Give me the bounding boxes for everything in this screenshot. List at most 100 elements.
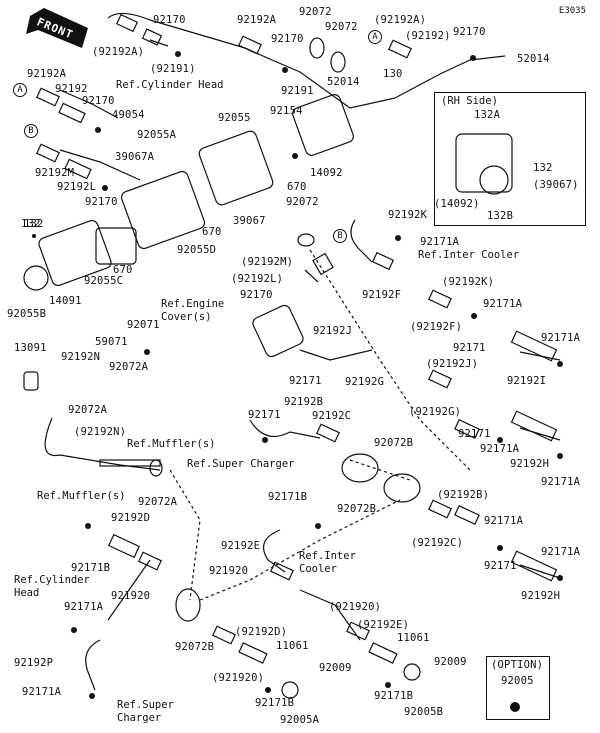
- part-number-label: 49054: [112, 109, 145, 121]
- part-number-label: (14092): [434, 198, 480, 210]
- part-number-label: 52014: [517, 53, 550, 65]
- part-number-label: 92005B: [404, 706, 444, 718]
- part-number-label: 92171A: [420, 236, 460, 248]
- part-number-label: 92009: [319, 662, 352, 674]
- part-number-label: 92171: [289, 375, 322, 387]
- part-number-label: 92171A: [541, 332, 581, 344]
- front-arrow-icon: [26, 8, 88, 48]
- part-number-label: (92192G): [409, 406, 462, 418]
- part-number-label: 92005A: [280, 714, 320, 726]
- reference-label: Ref.Muffler(s): [127, 438, 216, 450]
- callout-marker: B: [333, 229, 347, 243]
- part-number-label: 92171A: [541, 546, 581, 558]
- part-number-label: 92072A: [138, 496, 178, 508]
- part-number-label: 92055D: [177, 244, 217, 256]
- callout-marker: A: [13, 83, 27, 97]
- reference-label: Ref.Super Charger: [187, 458, 295, 470]
- part-number-label: 13091: [14, 342, 47, 354]
- part-number-label: 130: [383, 68, 403, 80]
- part-number-label: (921920): [212, 672, 265, 684]
- reference-label: Ref.Inter Cooler: [418, 249, 520, 261]
- part-number-label: 92192E: [221, 540, 261, 552]
- reference-label: Ref.Muffler(s): [37, 490, 126, 502]
- part-number-label: 92192F: [362, 289, 402, 301]
- rh-side-label: (RH Side): [441, 95, 498, 107]
- part-number-label: 39067: [233, 215, 266, 227]
- diagram-code: E3035: [558, 6, 586, 16]
- pipes: [58, 28, 558, 664]
- part-number-label: (92192L): [231, 273, 284, 285]
- part-number-label: 92072: [286, 196, 319, 208]
- reference-label: Ref.Cylinder Head: [116, 79, 224, 91]
- part-number-label: 921920: [209, 565, 249, 577]
- part-number-label: 92192K: [388, 209, 428, 221]
- part-number-label: 92055: [218, 112, 251, 124]
- part-number-label: 92192H: [510, 458, 550, 470]
- part-number-label: (92192A): [374, 14, 427, 26]
- part-number-label: 92055A: [137, 129, 177, 141]
- clamp-springs: [36, 13, 452, 645]
- part-number-label: (92192N): [74, 426, 127, 438]
- part-number-label: 92192G: [345, 376, 385, 388]
- part-number-label: 92005: [501, 675, 534, 687]
- part-number-label: (39067): [533, 179, 579, 191]
- part-number-label: 670: [113, 264, 133, 276]
- part-number-label: 92192D: [111, 512, 151, 524]
- hose-lines: [44, 12, 561, 691]
- part-number-label: 92055C: [84, 275, 124, 287]
- part-number-label: 132: [24, 218, 44, 230]
- part-number-label: 39067A: [115, 151, 155, 163]
- reference-label: Ref.Cylinder: [14, 574, 90, 586]
- part-number-label: 132: [21, 218, 41, 230]
- part-number-label: 92072: [325, 21, 358, 33]
- part-number-label: 92072B: [337, 503, 377, 515]
- part-number-label: 92192H: [521, 590, 561, 602]
- part-number-label: 92192B: [284, 396, 324, 408]
- part-number-label: 92170: [271, 33, 304, 45]
- part-number-label: 92191: [281, 85, 314, 97]
- part-number-label: 59071: [95, 336, 128, 348]
- reference-label: Ref.Engine: [161, 298, 225, 310]
- part-number-label: 92071: [127, 319, 160, 331]
- part-number-label: 132: [533, 162, 553, 174]
- part-number-label: (921920): [329, 601, 382, 613]
- part-number-label: 132A: [474, 109, 501, 121]
- reference-label: Head: [14, 587, 40, 599]
- dashed-leaders: [169, 249, 471, 601]
- callout-marker: A: [368, 30, 382, 44]
- part-number-label: 92192L: [57, 181, 97, 193]
- part-number-label: 14091: [49, 295, 82, 307]
- part-number-label: 92072: [299, 6, 332, 18]
- part-number-label: 132B: [487, 210, 514, 222]
- part-number-label: (92192K): [442, 276, 495, 288]
- part-number-label: 92192: [55, 83, 88, 95]
- part-number-label: 92171: [453, 342, 486, 354]
- part-number-label: 52014: [327, 76, 360, 88]
- part-number-label: 92154: [270, 105, 303, 117]
- front-indicator: FRONT: [30, 10, 90, 46]
- part-number-label: 92055B: [7, 308, 47, 320]
- part-number-label: (92192D): [235, 626, 288, 638]
- part-number-label: (92192J): [426, 358, 479, 370]
- part-number-label: (92192A): [92, 46, 145, 58]
- part-number-label: 92171: [458, 428, 491, 440]
- reference-label: Cooler: [299, 563, 337, 575]
- part-number-label: 92171B: [71, 562, 111, 574]
- part-number-label: (92191): [150, 63, 196, 75]
- part-number-label: 92192N: [61, 351, 101, 363]
- part-number-label: 92072B: [175, 641, 215, 653]
- reference-label: Ref.Inter: [299, 550, 356, 562]
- part-number-label: 92170: [82, 95, 115, 107]
- rh-side-box: (RH Side): [434, 92, 586, 226]
- part-number-label: 92171A: [22, 686, 62, 698]
- callout-marker: B: [24, 124, 38, 138]
- part-number-label: 92171A: [484, 515, 524, 527]
- part-number-label: 92171A: [480, 443, 520, 455]
- part-number-label: 92171: [248, 409, 281, 421]
- part-number-label: 92170: [240, 289, 273, 301]
- part-number-label: 92171: [484, 560, 517, 572]
- part-number-label: 92192J: [313, 325, 353, 337]
- part-number-label: (92192C): [411, 537, 464, 549]
- part-number-label: 92170: [453, 26, 486, 38]
